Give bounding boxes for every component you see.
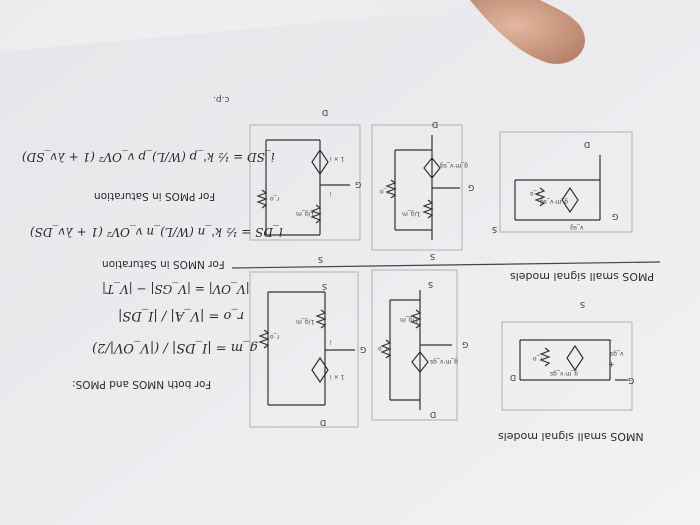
nmos-source-label-3: S	[322, 282, 328, 291]
pmos-model-frame-3	[249, 124, 361, 241]
pmos-ro-label-1: r_o	[530, 190, 540, 197]
pmos-drain-label-2: D	[432, 120, 439, 129]
pmos-i-label: i	[330, 190, 332, 197]
pmos-model-frame-1	[499, 131, 633, 233]
ro-equation: r_o = |V_A| / |I_DS|	[118, 308, 245, 323]
nmos-dependent-source-circuit	[258, 291, 355, 406]
nmos-gm-vgs-label: g_m·v_gs	[550, 370, 579, 377]
pmos-one-times-i-label: 1 × i	[330, 155, 345, 162]
pmos-gate-label-2: G	[468, 183, 475, 192]
pmos-inv-gm-label-2: 1/g_m	[402, 210, 421, 217]
finger	[470, 0, 585, 64]
equations-intro: For both NMOS and PMOS:	[72, 378, 212, 390]
nmos-drain-label-2: D	[430, 410, 437, 419]
nmos-gate-label-1: G	[628, 376, 635, 385]
nmos-section-heading: NMOS small signal models	[498, 430, 644, 443]
nmos-plus-label: +	[608, 360, 615, 369]
nmos-ro-label-3: r_o	[270, 333, 280, 340]
nmos-gate-label-2: G	[462, 340, 469, 349]
nmos-ids-equation: i_DS = ½ k'_n (W/L)_n v_OV² (1 + λv_DS)	[30, 225, 283, 239]
pmos-source-label-3: S	[318, 255, 324, 264]
nmos-gm-vgs-label-2: g_m·v_gs	[430, 358, 459, 365]
pmos-gate-label-1: G	[612, 212, 619, 221]
nmos-gate-label-3: G	[360, 345, 367, 354]
section-divider	[231, 261, 661, 269]
nmos-source-label-2: S	[428, 280, 434, 289]
nmos-i-label: i	[330, 338, 332, 345]
nmos-vgs-label: v_gs	[610, 350, 624, 357]
nmos-inv-gm-label-2: 1/g_m	[400, 316, 419, 323]
nmos-model-frame-3	[249, 271, 359, 428]
margin-mark-text: c.p.	[213, 94, 230, 104]
nmos-ro-label-2: r_o	[378, 345, 388, 352]
pmos-gate-label-3: G	[355, 180, 362, 189]
pmos-gm-vsg-label: g_m·v_sg	[540, 198, 569, 205]
nmos-model-frame-2	[371, 269, 458, 421]
pmos-vsg-label: v_sg	[570, 224, 584, 231]
nmos-model-frame-1	[501, 321, 633, 411]
pmos-t-model-circuit	[385, 135, 460, 240]
pmos-section-heading: PMOS small signal models	[510, 270, 655, 283]
pmos-gm-vsg-label-2: g_m·v_sg	[440, 162, 469, 169]
nmos-ro-label-1: r_o	[533, 355, 543, 362]
pmos-dependent-source-circuit	[256, 139, 350, 236]
pmos-isd-equation: i_SD = ½ k'_p (W/L)_p v_OV² (1 + λv_SD)	[22, 150, 275, 164]
nmos-one-times-i-label: 1 × i	[330, 373, 345, 380]
nmos-minus-label: –	[608, 336, 612, 345]
pmos-inv-gm-label-3: 1/g_m	[296, 210, 315, 217]
pmos-ro-label-2: r_o	[380, 188, 390, 195]
pmos-ro-label-3: r_o	[270, 195, 280, 202]
pmos-saturation-heading: For PMOS in Saturation	[94, 190, 216, 202]
nmos-drain-label-3: D	[320, 418, 327, 427]
nmos-inv-gm-label-3: 1/g_m	[296, 318, 315, 325]
pmos-drain-label-1: D	[584, 140, 591, 149]
nmos-drain-label-1: D	[510, 373, 517, 382]
gm-equation: g_m = |I_DS| / (|V_OV|/2)	[92, 340, 258, 355]
vov-equation: |V_OV| = |V_GS| − |V_T|	[102, 282, 250, 296]
pmos-source-label-1: S	[492, 225, 498, 234]
nmos-saturation-heading: For NMOS in Saturation	[102, 258, 225, 270]
nmos-source-label-1: S	[580, 300, 586, 309]
pmos-model-frame-2	[371, 124, 463, 251]
pmos-source-label-2: S	[430, 252, 436, 261]
nmos-hybrid-pi-circuit	[519, 339, 628, 381]
nmos-t-model-circuit	[380, 290, 452, 410]
pmos-drain-label-3: D	[322, 108, 329, 117]
pmos-hybrid-pi-circuit	[514, 155, 601, 221]
